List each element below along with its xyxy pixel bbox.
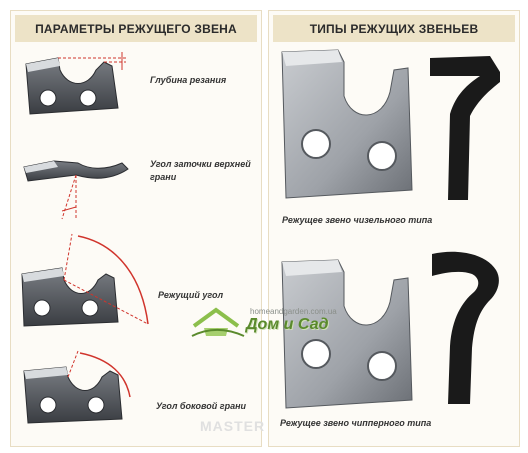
side-plate-angle-caption: Угол боковой грани (156, 401, 247, 411)
depth-caption: Глубина резания (150, 75, 227, 85)
top-plate-angle-diagram (18, 145, 138, 225)
cutting-angle-caption: Режущий угол (158, 290, 224, 300)
cutting-angle-diagram (18, 228, 158, 333)
chipper-profile-icon (428, 248, 508, 408)
watermark-logo: Дом и Сад (246, 316, 329, 333)
watermark-bottom: MASTER (200, 418, 266, 434)
watermark-url: homeandgarden.com.ua (250, 307, 337, 316)
chisel-profile-icon (428, 54, 508, 204)
chain-link-depth-diagram (18, 48, 128, 128)
cutter-parameters-title: ПАРАМЕТРЫ РЕЖУЩЕГО ЗВЕНА (15, 15, 257, 42)
cutter-types-title: ТИПЫ РЕЖУЩИХ ЗВЕНЬЕВ (273, 15, 515, 42)
house-logo-icon (191, 306, 246, 338)
chipper-cutter-icon (272, 250, 422, 420)
top-plate-angle-caption: Угол заточки верхней грани (150, 159, 251, 182)
chisel-caption: Режущее звено чизельного типа (282, 215, 433, 225)
chisel-cutter-icon (272, 40, 422, 210)
chipper-caption: Режущее звено чипперного типа (280, 418, 432, 428)
side-plate-angle-diagram (18, 345, 138, 430)
